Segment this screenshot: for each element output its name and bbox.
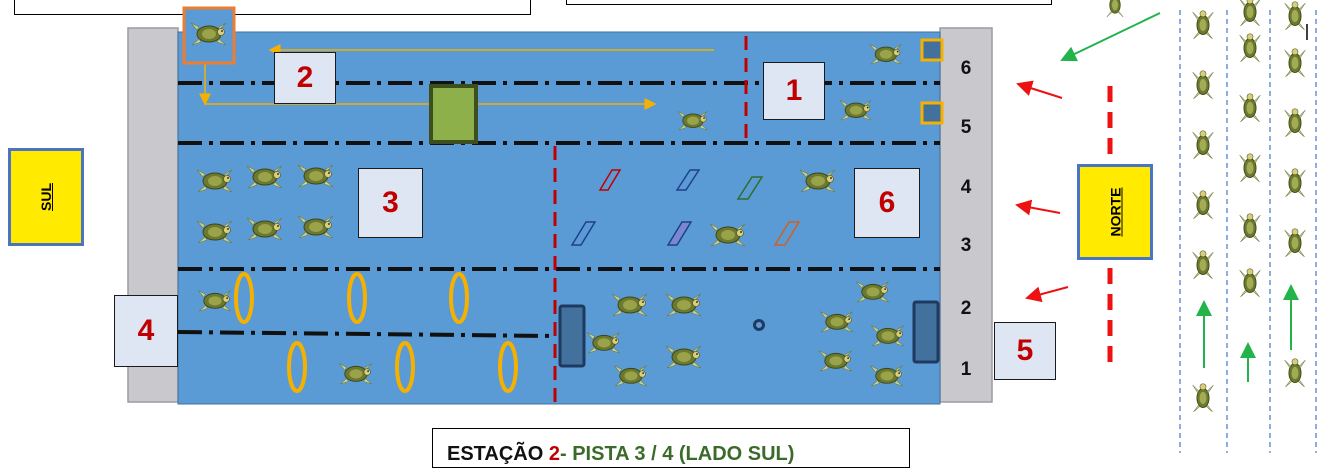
turtle-swimmer-icon [1239, 33, 1261, 63]
green-block [429, 84, 478, 144]
turtle-swimmer-icon [1192, 190, 1214, 220]
caption-part-1: ESTAÇÃO [447, 443, 549, 465]
turtle-swimmer-icon [1239, 213, 1261, 243]
pad-right [912, 300, 940, 364]
turtle-swimmer-icon [1192, 10, 1214, 40]
lane-number-6: 6 [960, 58, 972, 79]
caption-part-3: - PISTA 3 / 4 (LADO SUL) [559, 443, 795, 465]
turtle-swimmer-icon [1284, 108, 1306, 138]
red-entry-arrows [1015, 80, 1069, 303]
station-label-4: 4 [114, 295, 178, 367]
turtle-swimmer-icon [1192, 70, 1214, 100]
turtle-swimmer-icon [1284, 48, 1306, 78]
wall-target-5 [920, 101, 944, 125]
section-dividers [553, 36, 748, 402]
station-label-5: 5 [994, 322, 1056, 380]
north-deck [939, 27, 993, 403]
north-sign: NORTE [1077, 164, 1153, 260]
turtle-swimmer-icon [1284, 1, 1306, 31]
queue-lanes [1179, 10, 1317, 453]
south-sign: SUL [8, 148, 84, 246]
turtle-swimmer-icon [1192, 130, 1214, 160]
station-label-6: 6 [854, 168, 920, 238]
lane-number-2: 2 [960, 298, 972, 319]
green-diagonal-arrow [1060, 12, 1161, 62]
turtle-swimmer-icon [1284, 168, 1306, 198]
turtle-swimmer-icon [1192, 250, 1214, 280]
turtle-swimmer-icon [1239, 93, 1261, 123]
turtle-swimmer-icon [1105, 0, 1125, 18]
lane-number-5: 5 [960, 117, 972, 138]
wall-target-6 [920, 38, 944, 62]
rings [234, 272, 518, 393]
station-label-2: 2 [274, 52, 336, 104]
caption-part-2: 2 [548, 443, 560, 465]
agility-markers [570, 169, 801, 246]
turtle-swimmer-icon [1239, 153, 1261, 183]
top-right-note-box [566, 0, 1052, 5]
lane-number-4: 4 [960, 177, 972, 198]
station-label-3: 3 [358, 168, 423, 238]
turtle-swimmer-icon [1284, 228, 1306, 258]
center-marker [753, 319, 765, 331]
turtle-swimmer-icon [1192, 383, 1214, 413]
top-left-note-box [14, 0, 531, 15]
swim-drill-diagram: 2 1 3 6 4 5 6 5 4 3 2 1 SUL NORTE ESTAÇÃ… [8, 0, 1317, 468]
turtle-swimmer-icon [1284, 358, 1306, 388]
lane-number-1: 1 [960, 359, 972, 380]
turtle-swimmer-icon [1239, 268, 1261, 298]
station-label-1: 1 [763, 62, 825, 120]
south-sign-label: SUL [38, 183, 54, 211]
pad-left [558, 304, 586, 368]
turtle-swimmer-icon [1239, 0, 1261, 27]
station-caption: ESTAÇÃO 2- PISTA 3 / 4 (LADO SUL) [432, 428, 910, 468]
north-sign-label: NORTE [1107, 187, 1123, 237]
lane-number-3: 3 [960, 235, 972, 256]
green-up-arrows [1196, 284, 1299, 382]
